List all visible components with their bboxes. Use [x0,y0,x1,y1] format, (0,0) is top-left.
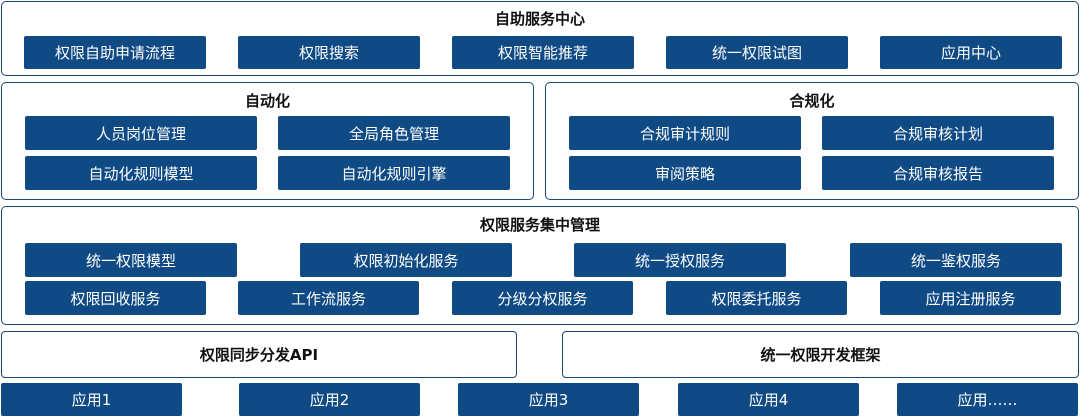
hierarchical-service-button[interactable]: 分级分权服务 [452,281,633,315]
audit-rule-button[interactable]: 合规审计规则 [569,116,801,150]
central-management-panel: 权限服务集中管理 统一权限模型 权限初始化服务 统一授权服务 统一鉴权服务 权限… [1,206,1079,325]
unified-view-button[interactable]: 统一权限试图 [666,36,848,69]
compliance-panel: 合规化 合规审计规则 合规审核计划 审阅策略 合规审核报告 [545,82,1079,200]
permission-search-button[interactable]: 权限搜索 [238,36,420,69]
app-3[interactable]: 应用3 [458,383,639,416]
workflow-service-button[interactable]: 工作流服务 [238,281,419,315]
rule-engine-button[interactable]: 自动化规则引擎 [278,156,510,190]
rule-model-button[interactable]: 自动化规则模型 [25,156,257,190]
automation-panel: 自动化 人员岗位管理 全局角色管理 自动化规则模型 自动化规则引擎 [1,82,534,200]
global-role-button[interactable]: 全局角色管理 [278,116,510,150]
review-policy-button[interactable]: 审阅策略 [569,156,801,190]
app-1[interactable]: 应用1 [1,383,182,416]
app-more[interactable]: 应用…… [897,383,1078,416]
revoke-service-button[interactable]: 权限回收服务 [25,281,206,315]
self-service-title: 自助服务中心 [494,10,585,28]
compliance-title: 合规化 [789,92,835,110]
audit-plan-button[interactable]: 合规审核计划 [822,116,1054,150]
authentication-service-button[interactable]: 统一鉴权服务 [850,243,1062,277]
authorization-service-button[interactable]: 统一授权服务 [574,243,786,277]
smart-recommend-button[interactable]: 权限智能推荐 [452,36,634,69]
app-registration-button[interactable]: 应用注册服务 [880,281,1061,315]
app-4[interactable]: 应用4 [678,383,859,416]
app-center-button[interactable]: 应用中心 [880,36,1062,69]
automation-title: 自动化 [244,92,290,110]
dev-framework-bar: 统一权限开发框架 [562,331,1079,378]
self-apply-flow-button[interactable]: 权限自助申请流程 [24,36,206,69]
init-service-button[interactable]: 权限初始化服务 [300,243,512,277]
app-2[interactable]: 应用2 [239,383,420,416]
self-service-panel: 自助服务中心 权限自助申请流程 权限搜索 权限智能推荐 统一权限试图 应用中心 [1,1,1079,76]
position-management-button[interactable]: 人员岗位管理 [25,116,257,150]
sync-api-bar: 权限同步分发API [1,331,517,378]
central-management-title: 权限服务集中管理 [479,216,600,234]
audit-report-button[interactable]: 合规审核报告 [822,156,1054,190]
delegation-service-button[interactable]: 权限委托服务 [666,281,847,315]
unified-model-button[interactable]: 统一权限模型 [25,243,237,277]
